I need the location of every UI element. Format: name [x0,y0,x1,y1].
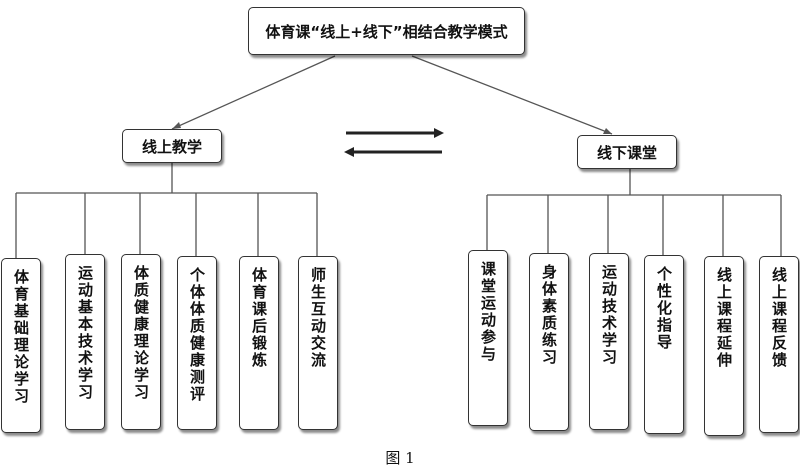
exchange-arrow-left-head [344,147,354,157]
online-item-3: 体质健康理论学习 [121,254,161,430]
offline-classroom-label: 线下课堂 [596,143,657,162]
offline-arrowhead [603,128,612,134]
exchange-arrow-right-head [434,128,444,138]
title-to-offline-line [411,55,613,135]
offline-item-5: 线上课程延伸 [704,256,744,436]
offline-item-2: 身体素质练习 [529,253,569,431]
title-to-online-line [171,55,336,130]
offline-item-4: 个性化指导 [644,255,684,434]
online-item-1: 体育基础理论学习 [1,258,41,433]
online-teaching-label: 线上教学 [141,137,202,156]
offline-item-1: 课堂运动参与 [468,250,508,426]
offline-classroom-box: 线下课堂 [577,135,677,169]
online-item-4: 个体体质健康测评 [177,256,217,430]
title-text: 体育课“线上+线下”相结合教学模式 [265,22,508,41]
online-item-5: 体育课后锻炼 [239,256,279,430]
online-item-2: 运动基本技术学习 [65,254,105,430]
online-teaching-box: 线上教学 [122,129,222,163]
offline-item-3: 运动技术学习 [589,253,629,430]
offline-item-6: 线上课程反馈 [759,256,799,433]
title-box: 体育课“线上+线下”相结合教学模式 [248,7,525,55]
figure-caption: 图 1 [385,449,415,467]
online-arrowhead [172,122,181,129]
online-item-6: 师生互动交流 [298,256,338,430]
